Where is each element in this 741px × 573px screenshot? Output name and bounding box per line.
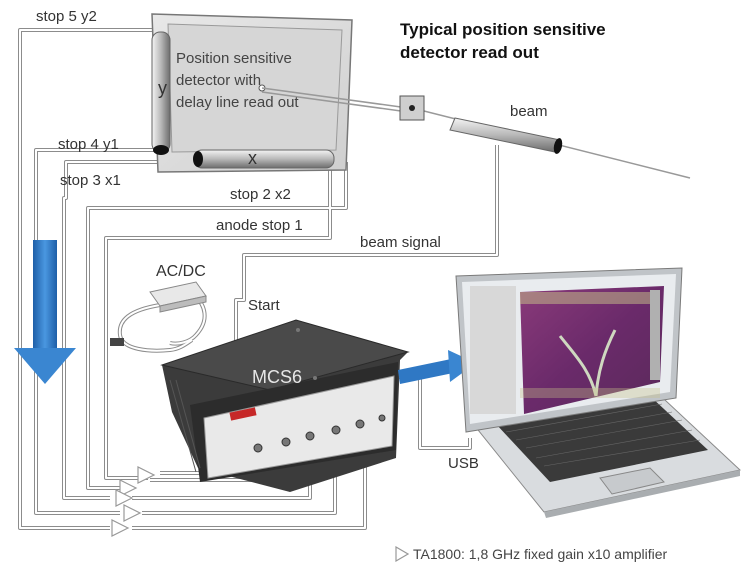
beam-line: [261, 87, 691, 179]
label-anode: anode stop 1: [216, 217, 303, 234]
label-start: Start: [248, 297, 280, 314]
title-line-1: Typical position sensitive: [400, 20, 606, 39]
amplifier-legend-icon: [395, 545, 410, 563]
detector-description: Position sensitive detector with delay l…: [176, 48, 331, 114]
amplifier-triangles: [111, 466, 156, 537]
amplifier-stop5: [111, 519, 130, 537]
label-stop4: stop 4 y1: [58, 136, 119, 153]
amplifier-stop2: [119, 479, 138, 497]
detector-line-2: detector with: [176, 72, 262, 89]
legend: TA1800: 1,8 GHz fixed gain x10 amplifier: [395, 545, 668, 563]
label-stop2: stop 2 x2: [230, 186, 291, 203]
detector-x-label: x: [248, 148, 257, 168]
label-stop3: stop 3 x1: [60, 172, 121, 189]
amplifier-stop3: [115, 489, 134, 507]
mcs6-device: [160, 319, 410, 492]
detector-line-3: delay line read out: [176, 94, 299, 111]
cable-usb: [392, 375, 472, 450]
title-line-2: detector read out: [400, 43, 539, 62]
device-name: MCS6: [252, 367, 303, 387]
detector: [151, 13, 353, 173]
cable-stop3: [62, 160, 190, 500]
legend-text: TA1800: 1,8 GHz fixed gain x10 amplifier: [413, 546, 668, 562]
label-usb: USB: [448, 455, 479, 472]
label-stop5: stop 5 y2: [36, 8, 97, 25]
diagram-title: Typical position sensitive detector read…: [400, 18, 606, 64]
detector-y-label: y: [158, 78, 167, 98]
amplifier-anode: [137, 466, 156, 484]
label-acdc: AC/DC: [156, 263, 206, 280]
detector-line-1: Position sensitive: [176, 50, 292, 67]
amplifier-stop4: [123, 504, 142, 522]
down-arrow-icon: [14, 240, 76, 384]
laptop: [455, 267, 741, 518]
label-beam: beam: [510, 103, 548, 120]
label-beam-signal: beam signal: [360, 234, 441, 251]
acdc-adapter: [110, 281, 207, 346]
